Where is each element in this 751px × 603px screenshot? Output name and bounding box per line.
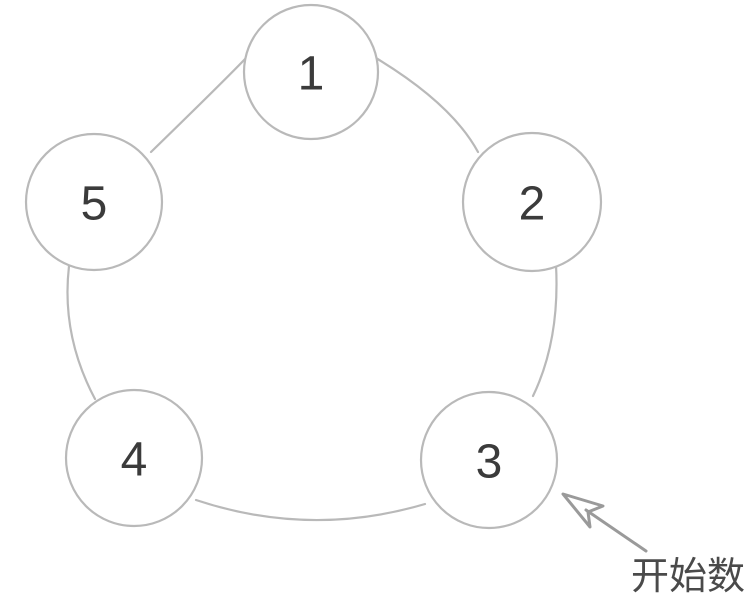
node-5-circle[interactable] <box>24 132 164 272</box>
node-5[interactable]: 5 <box>24 132 164 272</box>
link-1-to-2 <box>374 56 480 154</box>
node-4-circle[interactable] <box>64 388 204 528</box>
link-5-to-1 <box>149 56 248 154</box>
node-1-circle[interactable] <box>242 3 380 141</box>
node-2-circle[interactable] <box>461 131 603 273</box>
link-group <box>66 56 558 522</box>
node-1[interactable]: 1 <box>242 3 380 141</box>
start-pointer-arrow-shaft <box>584 508 648 553</box>
node-4-label: 4 <box>121 434 148 487</box>
link-3-to-4 <box>194 498 427 522</box>
node-3[interactable]: 3 <box>419 390 559 530</box>
node-2-label: 2 <box>519 178 546 231</box>
node-2[interactable]: 2 <box>461 131 603 273</box>
node-3-circle[interactable] <box>419 390 559 530</box>
link-2-to-3 <box>531 263 558 398</box>
node-5-label: 5 <box>81 178 108 231</box>
node-1-label: 1 <box>298 48 325 101</box>
node-3-label: 3 <box>476 436 503 489</box>
start-pointer-annotation: 开始数 <box>561 492 745 598</box>
start-pointer-label: 开始数 <box>631 554 745 598</box>
link-4-to-5 <box>66 264 97 401</box>
start-pointer-arrow-head <box>561 492 605 529</box>
node-4[interactable]: 4 <box>64 388 204 528</box>
